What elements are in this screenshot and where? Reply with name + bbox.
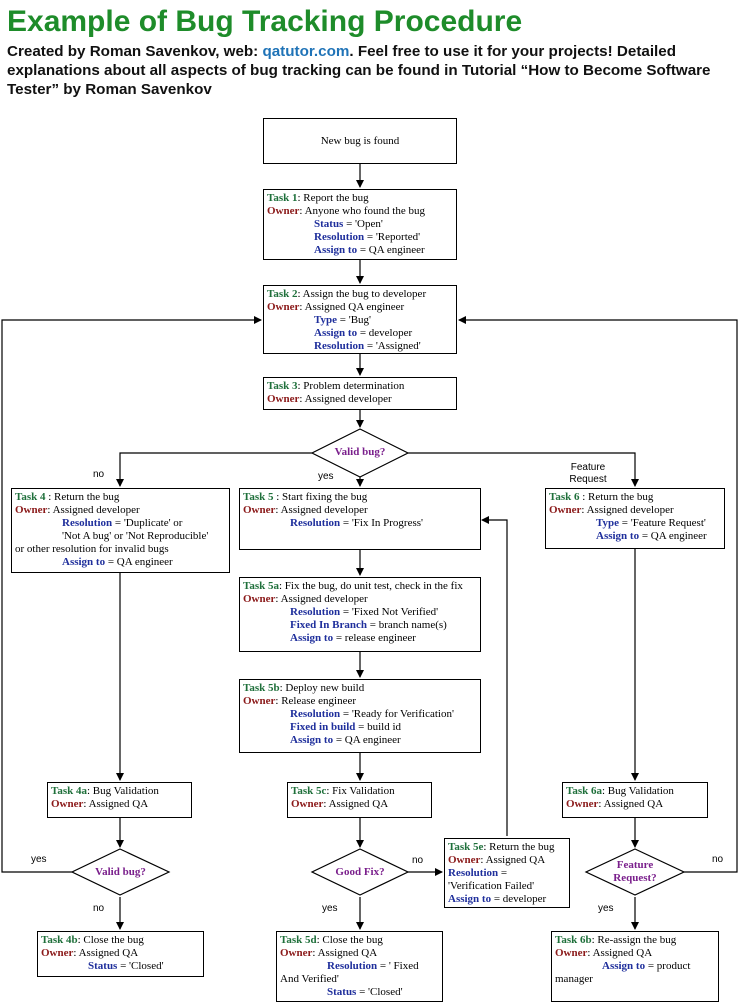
page-title: Example of Bug Tracking Procedure bbox=[7, 5, 523, 38]
node-task5a: Task 5a: Fix the bug, do unit test, chec… bbox=[239, 577, 481, 652]
task6-label: Task 6 bbox=[549, 491, 580, 503]
node-task5c: Task 5c: Fix Validation Owner: Assigned … bbox=[287, 782, 432, 818]
edge-valid2-loop-task2 bbox=[1, 316, 262, 873]
task5a-label: Task 5a bbox=[243, 580, 279, 592]
task1-label: Task 1 bbox=[267, 192, 298, 204]
node-task5b: Task 5b: Deploy new build Owner: Release… bbox=[239, 679, 481, 753]
edge-label-no-task4: no bbox=[93, 469, 105, 480]
edge-feature-loop-task2 bbox=[458, 316, 738, 873]
edge-label-yes-task5d: yes bbox=[322, 903, 338, 914]
node-task4: Task 4 : Return the bug Owner: Assigned … bbox=[11, 488, 230, 573]
task6b-owner-label: Owner bbox=[555, 946, 588, 959]
task4a-label: Task 4a bbox=[51, 785, 87, 797]
task4-owner-label: Owner bbox=[15, 503, 48, 516]
decision-diamond-valid2 bbox=[70, 848, 171, 896]
task5e-label: Task 5e bbox=[448, 841, 484, 853]
edge-label-no-task4b: no bbox=[93, 903, 105, 914]
node-task1: Task 1: Report the bug Owner: Anyone who… bbox=[263, 189, 457, 260]
decision-valid-label: Valid bug? bbox=[334, 446, 386, 458]
task4a-owner-label: Owner bbox=[51, 797, 84, 810]
task2-owner-label: Owner bbox=[267, 300, 300, 313]
task6a-label: Task 6a bbox=[566, 785, 602, 797]
task5e-owner-label: Owner bbox=[448, 853, 481, 866]
subtitle-text-post: . Feel free to use it for your projects!… bbox=[7, 43, 711, 98]
task5-label: Task 5 bbox=[243, 491, 274, 503]
task6a-owner-label: Owner bbox=[566, 797, 599, 810]
task6-owner-label: Owner bbox=[549, 503, 582, 516]
node-task5e: Task 5e: Return the bug Owner: Assigned … bbox=[444, 838, 570, 908]
node-task6a: Task 6a: Bug Validation Owner: Assigned … bbox=[562, 782, 708, 818]
task5d-label: Task 5d bbox=[280, 934, 317, 946]
task5b-label: Task 5b bbox=[243, 682, 280, 694]
subtitle-text-pre: Created by Roman Savenkov, web: bbox=[7, 43, 263, 60]
edge-label-feature-request: Feature Request bbox=[569, 462, 607, 485]
decision-goodfix-label: Good Fix? bbox=[335, 866, 385, 878]
node-task6b: Task 6b: Re-assign the bug Owner: Assign… bbox=[551, 931, 719, 1002]
node-task4b: Task 4b: Close the bug Owner: Assigned Q… bbox=[37, 931, 204, 977]
edge-label-no-loop: no bbox=[712, 854, 724, 865]
node-start: New bug is found bbox=[263, 118, 457, 164]
task3-label: Task 3 bbox=[267, 380, 298, 392]
page-subtitle: Created by Roman Savenkov, web: qatutor.… bbox=[7, 42, 735, 99]
edge-label-yes-loop: yes bbox=[31, 854, 47, 865]
task5b-owner-label: Owner bbox=[243, 694, 276, 707]
task6b-label: Task 6b bbox=[555, 934, 592, 946]
decision-diamond-goodfix bbox=[310, 848, 410, 896]
decision-valid2-label: Valid bug? bbox=[95, 866, 146, 878]
task4-label: Task 4 bbox=[15, 491, 46, 503]
qatutor-link[interactable]: qatutor.com bbox=[262, 43, 350, 60]
node-task5d: Task 5d: Close the bug Owner: Assigned Q… bbox=[276, 931, 443, 1002]
task4b-owner-label: Owner bbox=[41, 946, 74, 959]
node-task4a: Task 4a: Bug Validation Owner: Assigned … bbox=[47, 782, 192, 818]
edge-label-no-task5e: no bbox=[412, 855, 424, 866]
edge-label-yes-task5: yes bbox=[318, 471, 334, 482]
task5c-owner-label: Owner bbox=[291, 797, 324, 810]
edge-decision-task4 bbox=[116, 452, 312, 487]
node-task5: Task 5 : Start fixing the bug Owner: Ass… bbox=[239, 488, 481, 550]
edge-label-yes-task6b: yes bbox=[598, 903, 614, 914]
edge-decision-task6 bbox=[408, 452, 639, 487]
decision-diamond-valid bbox=[310, 428, 410, 478]
edge-task5e-task5 bbox=[481, 516, 508, 836]
task5a-owner-label: Owner bbox=[243, 592, 276, 605]
task3-owner-label: Owner bbox=[267, 392, 300, 405]
decision-feature-label: Feature Request? bbox=[613, 859, 657, 884]
node-task2: Task 2: Assign the bug to developer Owne… bbox=[263, 285, 457, 354]
task4b-label: Task 4b bbox=[41, 934, 78, 946]
node-start-text: New bug is found bbox=[320, 134, 400, 147]
task2-label: Task 2 bbox=[267, 288, 298, 300]
task5c-label: Task 5c bbox=[291, 785, 327, 797]
task1-owner-label: Owner bbox=[267, 204, 300, 217]
task5d-owner-label: Owner bbox=[280, 946, 313, 959]
node-task6: Task 6 : Return the bug Owner: Assigned … bbox=[545, 488, 725, 549]
task5-owner-label: Owner bbox=[243, 503, 276, 516]
node-task3: Task 3: Problem determination Owner: Ass… bbox=[263, 377, 457, 410]
decision-diamond-feature bbox=[584, 848, 686, 896]
